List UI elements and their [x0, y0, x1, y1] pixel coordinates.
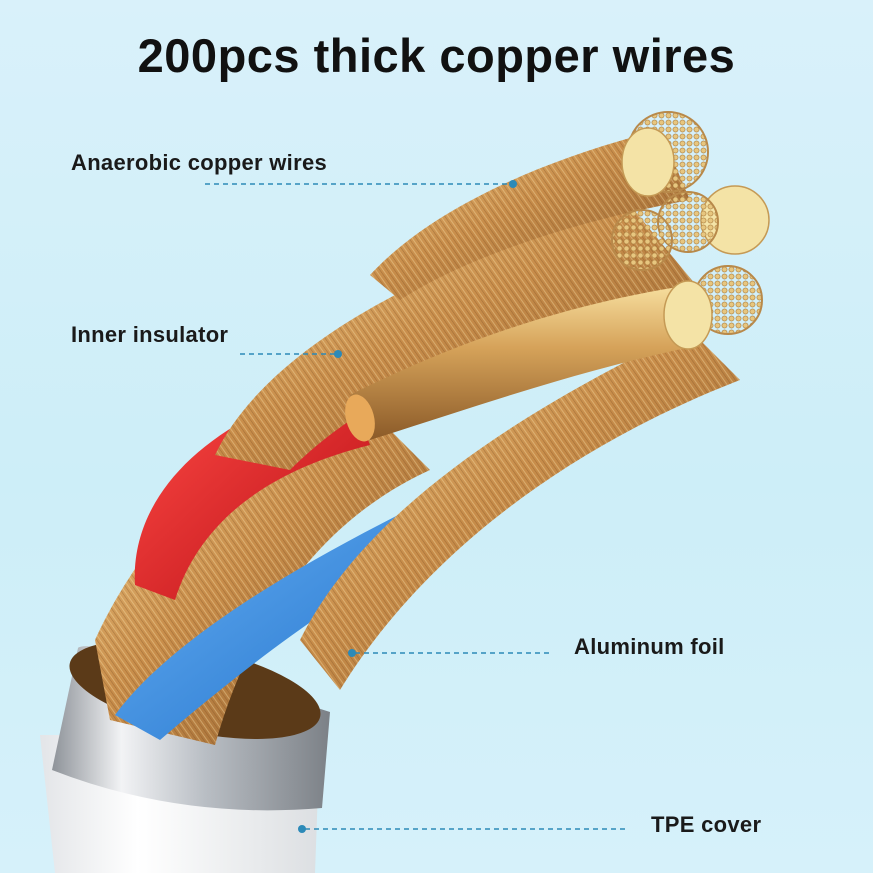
- strand-end-4: [611, 209, 673, 271]
- page-title: 200pcs thick copper wires: [137, 29, 736, 82]
- label-inner-insulator: Inner insulator: [71, 322, 229, 347]
- dot-icon: [334, 350, 342, 358]
- label-anaerobic-copper-wires: Anaerobic copper wires: [71, 150, 328, 175]
- leader-lines: [205, 183, 625, 830]
- dot-icon: [509, 180, 517, 188]
- label-tpe-cover: TPE cover: [651, 812, 762, 837]
- dot-icon: [348, 649, 356, 657]
- label-aluminum-foil: Aluminum foil: [574, 634, 725, 659]
- dot-icon: [298, 825, 306, 833]
- strand-end-6: [663, 280, 713, 350]
- copper-rod: [350, 285, 700, 440]
- copper-rod-end: [345, 394, 375, 442]
